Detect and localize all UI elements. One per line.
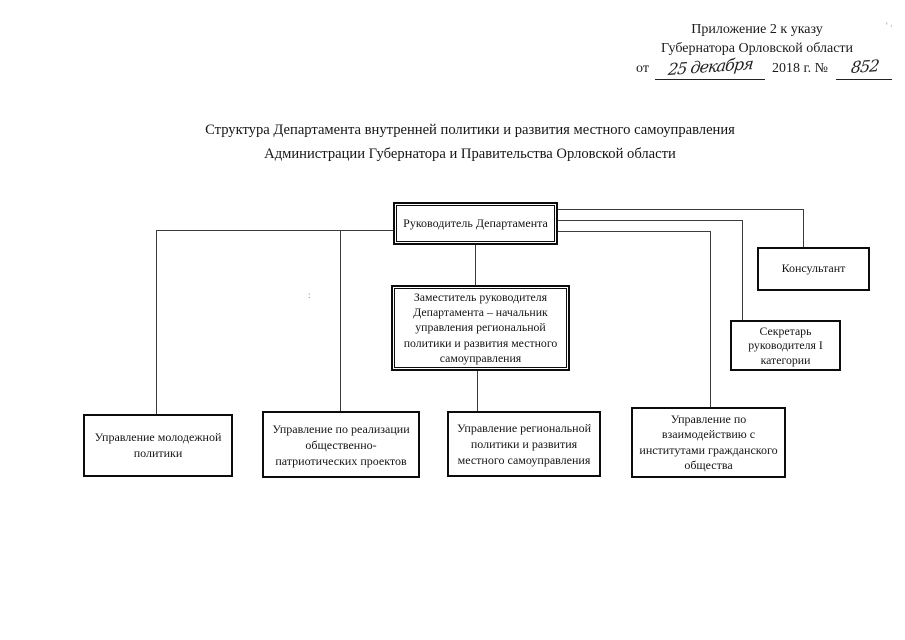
title-line-1: Структура Департамента внутренней полити… [205, 122, 735, 138]
org-node-secretary: Секретарь руководителя I категории [730, 320, 841, 371]
handwritten-date: 25 декабря [667, 53, 754, 80]
org-node-consultant-label: Консультант [781, 261, 846, 276]
connector-head-left-horizontal [156, 230, 393, 231]
scan-artifact: ' · [886, 21, 893, 31]
connector-head-to-secretary-v [742, 220, 743, 320]
date-suffix: 2018 г. № [771, 61, 828, 76]
org-node-deputy: Заместитель руководителя Департамента – … [391, 285, 570, 371]
annotation-line-3: от 25 декабря 2018 г. № 852 [636, 53, 893, 80]
annotation-line-2: Губернатора Орловской области [660, 40, 854, 56]
handwritten-number: 852 [849, 55, 880, 78]
org-node-civil-society: Управление по взаимодействию с института… [631, 407, 786, 478]
org-node-deputy-inner: Заместитель руководителя Департамента – … [394, 288, 567, 368]
org-node-patriotic-projects-label: Управление по реализации общественно-пат… [272, 421, 410, 468]
org-node-youth-policy-label: Управление молодежной политики [94, 430, 222, 460]
connector-head-to-civil-v [710, 231, 711, 407]
connector-deputy-to-regional [477, 371, 478, 411]
annotation-line-1: Приложение 2 к указу [691, 22, 823, 37]
connector-head-to-youth [156, 230, 157, 414]
date-prefix: от [636, 61, 649, 76]
title-line-2: Администрации Губернатора и Правительств… [264, 145, 676, 162]
approval-annotation: Приложение 2 к указу Губернатора Орловск… [636, 21, 893, 80]
org-node-civil-society-label: Управление по взаимодействию с института… [639, 412, 778, 472]
org-node-deputy-label: Заместитель руководителя Департамента – … [403, 289, 558, 365]
org-node-regional-policy: Управление региональной политики и разви… [447, 411, 601, 477]
org-node-youth-policy: Управление молодежной политики [83, 414, 233, 477]
org-node-consultant: Консультант [757, 247, 870, 291]
connector-head-to-deputy [475, 245, 476, 285]
scan-artifact: : [308, 290, 311, 300]
connector-head-to-consultant-v [803, 209, 804, 247]
scan-artifact: · [589, 420, 592, 430]
org-node-head-label: Руководитель Департамента [403, 215, 548, 230]
org-node-secretary-label: Секретарь руководителя I категории [748, 323, 823, 367]
connector-head-to-patriotic [340, 230, 341, 411]
org-node-patriotic-projects: Управление по реализации общественно-пат… [262, 411, 420, 478]
number-underline: 852 [836, 55, 893, 80]
document-title: Структура Департамента внутренней полити… [35, 119, 905, 166]
org-node-head-inner: Руководитель Департамента [396, 205, 555, 242]
org-node-regional-policy-label: Управление региональной политики и разви… [456, 421, 591, 467]
connector-head-to-consultant-h [558, 209, 804, 210]
org-node-head: Руководитель Департамента [393, 202, 558, 245]
connector-head-to-civil-h [558, 231, 711, 232]
connector-head-to-secretary-h [558, 220, 743, 221]
date-underline: 25 декабря [655, 53, 766, 80]
